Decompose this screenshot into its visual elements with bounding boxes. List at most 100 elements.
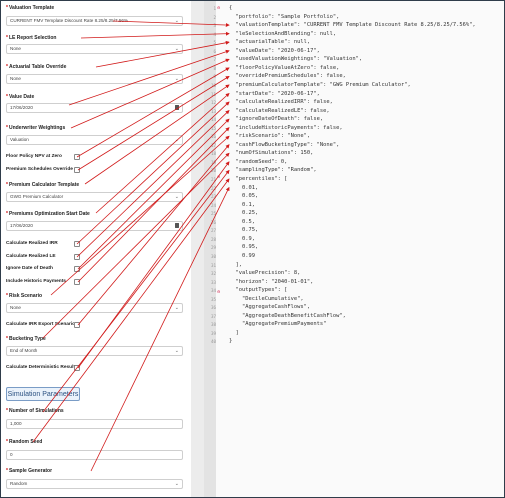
premium-schedules-override-checkbox[interactable] — [74, 167, 80, 173]
line-number: 34 — [210, 288, 216, 294]
line-number: 21 — [210, 177, 216, 182]
line-number: 27 — [210, 228, 216, 234]
line-number: 1 — [213, 6, 216, 11]
number-of-simulations-input[interactable]: 1,000 — [6, 419, 183, 429]
code-line: "percentiles": [ — [229, 176, 288, 182]
code-line: 0.1, — [229, 201, 255, 208]
line-number: 5 — [213, 40, 216, 46]
line-number: 6 — [213, 48, 216, 54]
code-line: 0.75, — [229, 227, 259, 234]
annotation-arrow — [77, 118, 230, 270]
actuarial-table-override-label: *Actuarial Table Override — [6, 64, 67, 70]
code-line: "portfolio": "Sample Portfolio", — [229, 13, 340, 20]
annotation-arrow — [68, 49, 230, 106]
code-line: ] — [229, 329, 239, 336]
code-line: 0.9, — [229, 235, 255, 242]
premiums-optimization-start-date-label: *Premiums Optimization Start Date — [6, 211, 90, 217]
line-number: 19 — [210, 159, 216, 165]
line-number: 9 — [213, 74, 216, 80]
sample-generator-label: *Sample Generator — [6, 468, 53, 474]
line-number: 36 — [210, 305, 216, 311]
bucketing-type-select[interactable]: End of Month⌄ — [6, 346, 183, 356]
code-line: { — [229, 5, 233, 11]
code-line: 0.25, — [229, 210, 259, 217]
code-line: "ignoreDateOfDeath": false, — [229, 116, 324, 123]
line-number: 37 — [210, 313, 216, 319]
line-number: 7 — [213, 57, 216, 63]
code-line: "premiumCalculatorTemplate": "GWG Premiu… — [229, 81, 411, 88]
code-line: 0.5, — [229, 218, 255, 225]
line-number: 10 — [210, 82, 216, 88]
code-line: 0.05, — [229, 193, 259, 200]
code-line: "valuePrecision": 8, — [229, 270, 301, 277]
code-line: "AggregateCashFlows", — [229, 304, 311, 311]
calculate-irr-export-scenarios-checkbox[interactable] — [74, 322, 80, 328]
calendar-icon[interactable] — [175, 105, 179, 110]
annotation-arrow — [76, 101, 230, 245]
valuation-template-label: *Valuation Template — [6, 5, 55, 11]
sample-generator-select[interactable]: Random⌄ — [6, 479, 183, 489]
chevron-down-icon: ⌄ — [174, 76, 179, 82]
annotation-arrow — [95, 92, 230, 214]
annotation-arrow — [76, 67, 230, 158]
actuarial-table-override-select[interactable]: None⌄ — [6, 74, 183, 84]
code-line: "numOfSimulations": 150, — [229, 150, 314, 157]
code-line: ], — [229, 261, 242, 268]
line-number: 31 — [210, 262, 216, 268]
premium-calculator-template-label: *Premium Calculator Template — [6, 182, 80, 188]
include-historic-payments-checkbox[interactable] — [74, 279, 80, 285]
line-number: 40 — [210, 339, 216, 345]
line-number: 14 — [210, 117, 216, 123]
code-line: "calculateRealizedLE": false, — [229, 107, 330, 114]
json-code-editor[interactable]: 1 {2 "portfolio": "Sample Portfolio", 3 "v… — [191, 1, 504, 497]
line-number: 11 — [210, 91, 216, 97]
code-line: 0.95, — [229, 244, 259, 251]
code-line: "cashFlowBucketingType": "None", — [229, 141, 340, 148]
premium-calculator-template-select[interactable]: GWG Premium Calculator⌄ — [6, 192, 183, 202]
floor-policy-npv-label: Floor Policy NPV at Zero — [6, 154, 62, 159]
calculate-deterministic-results-label: Calculate Deterministic Results — [6, 365, 78, 370]
fold-marker-icon[interactable]: ⊖ — [217, 289, 221, 294]
line-number: 16 — [210, 134, 216, 140]
annotation-arrow — [50, 135, 230, 296]
fold-marker-icon[interactable]: ⊖ — [217, 5, 221, 10]
valuation-settings-form: *Valuation Template CURRENT FMV Template… — [1, 1, 191, 497]
valuation-template-select[interactable]: CURRENT FMV Template Discount Rate 8.25/… — [6, 16, 183, 26]
code-line: "samplingType": "Random", — [229, 167, 317, 174]
line-number: 13 — [210, 108, 216, 114]
code-line: "riskScenario": "None", — [229, 133, 311, 140]
annotation-arrow — [77, 144, 230, 326]
annotation-arrow — [80, 31, 230, 39]
le-report-selection-select[interactable]: None⌄ — [6, 44, 183, 54]
ignore-date-of-death-label: Ignore Date of Death — [6, 266, 53, 271]
code-line: } — [229, 338, 233, 345]
annotation-arrow — [77, 127, 230, 283]
chevron-down-icon: ⌄ — [174, 348, 179, 354]
code-line: "valueDate": "2020-06-17", — [229, 47, 320, 54]
line-number: 33 — [210, 279, 216, 285]
annotation-arrow — [84, 84, 230, 185]
value-date-input[interactable]: 17/06/2020 — [6, 103, 183, 113]
calculate-realized-irr-label: Calculate Realized IRR — [6, 241, 58, 246]
code-line: "startDate": "2020-06-17", — [229, 90, 320, 97]
calculate-realized-le-checkbox[interactable] — [74, 254, 80, 260]
chevron-down-icon: ⌄ — [174, 46, 179, 52]
line-number: 17 — [210, 142, 216, 148]
code-line: "includeHistoricPayments": false, — [229, 124, 343, 131]
risk-scenario-select[interactable]: None⌄ — [6, 303, 183, 313]
code-line: 0.01, — [229, 184, 259, 191]
annotation-arrow — [77, 75, 230, 171]
line-number: 2 — [213, 14, 216, 20]
calendar-icon[interactable] — [175, 223, 179, 228]
line-number: 25 — [210, 211, 216, 217]
random-seed-input[interactable]: 0 — [6, 450, 183, 460]
annotation-arrow — [32, 178, 230, 443]
code-line: "calculateRealizedIRR": false, — [229, 99, 333, 106]
code-line: "AggregateDeathBenefitCashFlow", — [229, 312, 346, 319]
line-number: 3 — [213, 23, 216, 29]
random-seed-label: *Random Seed — [6, 439, 43, 445]
code-line: "overridePremiumSchedules": false, — [229, 73, 346, 80]
simulation-parameters-button[interactable]: Simulation Parameters — [6, 387, 80, 401]
line-number: 29 — [210, 245, 216, 251]
